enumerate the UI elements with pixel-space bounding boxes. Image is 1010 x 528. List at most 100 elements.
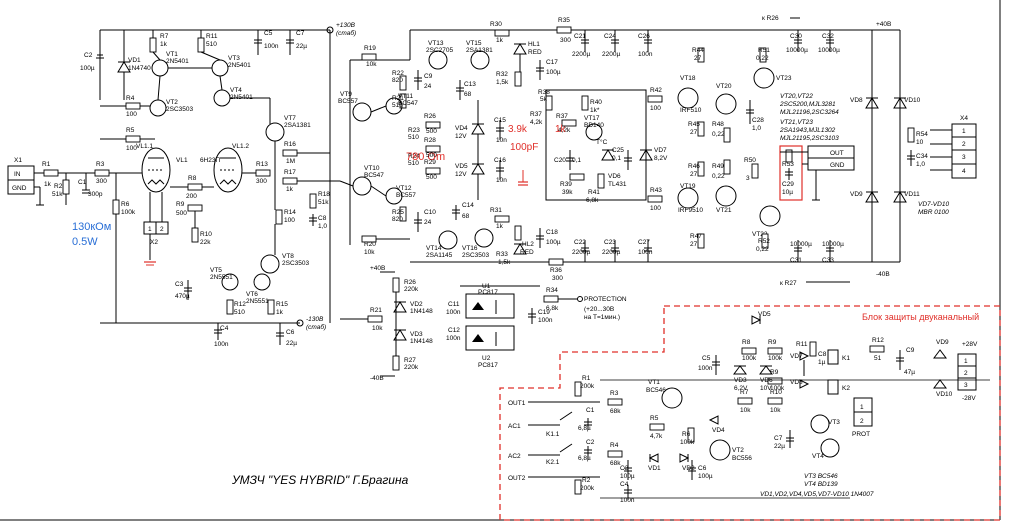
- svg-text:C20: C20: [554, 157, 566, 164]
- svg-text:R37: R37: [556, 113, 568, 120]
- svg-text:VD4: VD4: [455, 125, 468, 132]
- svg-text:1µ: 1µ: [818, 359, 826, 366]
- svg-text:R9: R9: [176, 201, 185, 208]
- svg-text:100: 100: [126, 111, 137, 118]
- svg-text:VL1.2: VL1.2: [232, 143, 249, 150]
- svg-text:200k: 200k: [580, 485, 595, 492]
- svg-text:C16: C16: [494, 157, 506, 164]
- svg-text:4,2k: 4,2k: [558, 127, 571, 134]
- svg-text:2200µ: 2200µ: [572, 51, 590, 58]
- svg-text:100: 100: [126, 145, 137, 152]
- svg-text:VT13: VT13: [428, 40, 444, 47]
- svg-text:C12: C12: [448, 327, 460, 334]
- svg-text:10V: 10V: [760, 385, 772, 392]
- svg-text:X1: X1: [14, 157, 22, 164]
- svg-text:C17: C17: [546, 59, 558, 66]
- svg-text:R40: R40: [590, 99, 602, 106]
- svg-text:VD3: VD3: [734, 377, 747, 384]
- connector-x4-label: X4: [960, 115, 968, 122]
- svg-text:510: 510: [408, 134, 419, 141]
- svg-text:6,2V: 6,2V: [734, 385, 748, 392]
- svg-text:R37: R37: [530, 111, 542, 118]
- svg-text:R23: R23: [408, 127, 420, 134]
- svg-text:TL431: TL431: [608, 181, 627, 188]
- svg-text:VT20: VT20: [716, 83, 732, 90]
- svg-text:R2: R2: [582, 477, 591, 484]
- svg-text:VT16: VT16: [462, 245, 478, 252]
- svg-text:OUT2: OUT2: [508, 475, 526, 482]
- svg-text:R18: R18: [318, 191, 330, 198]
- svg-text:300p: 300p: [88, 191, 103, 198]
- svg-text:0,1: 0,1: [612, 155, 621, 162]
- svg-text:R15: R15: [276, 301, 288, 308]
- svg-text:10k: 10k: [366, 61, 377, 68]
- svg-text:(+20...30В: (+20...30В: [584, 306, 614, 313]
- svg-text:C32: C32: [822, 33, 834, 40]
- svg-text:R5: R5: [126, 127, 135, 134]
- svg-text:C6: C6: [698, 465, 707, 472]
- svg-text:VT4: VT4: [812, 453, 824, 460]
- svg-text:C4: C4: [620, 481, 629, 488]
- svg-text:2N5551: 2N5551: [246, 298, 269, 305]
- svg-text:C21: C21: [574, 33, 586, 40]
- svg-text:820: 820: [392, 216, 403, 223]
- svg-text:C8: C8: [818, 351, 827, 358]
- svg-text:VD10: VD10: [904, 97, 921, 104]
- svg-text:PC817: PC817: [478, 289, 498, 296]
- rail-minus130: -130В (стаб): [100, 316, 326, 331]
- svg-text:27: 27: [690, 171, 698, 178]
- svg-text:R45: R45: [688, 121, 700, 128]
- protection-block: Блок защиты двуканальный OUT1 AC1 AC2 OU…: [499, 305, 1001, 521]
- svg-text:3: 3: [964, 382, 968, 389]
- svg-text:R38: R38: [538, 89, 550, 96]
- svg-text:C11: C11: [448, 301, 460, 308]
- svg-text:IRF9510: IRF9510: [678, 207, 703, 214]
- svg-text:IRF510: IRF510: [680, 107, 702, 114]
- svg-text:GND: GND: [12, 185, 27, 192]
- svg-text:1,0: 1,0: [916, 161, 925, 168]
- svg-text:VT2: VT2: [732, 447, 744, 454]
- svg-text:100: 100: [650, 105, 661, 112]
- svg-text:1,0: 1,0: [752, 125, 761, 132]
- svg-text:VT21,VT23: VT21,VT23: [780, 119, 813, 126]
- svg-text:VT22: VT22: [752, 231, 768, 238]
- svg-text:2N5551: 2N5551: [210, 274, 233, 281]
- svg-text:AC1: AC1: [508, 423, 521, 430]
- svg-text:C30: C30: [790, 33, 802, 40]
- svg-text:510: 510: [392, 102, 403, 109]
- svg-text:VT23: VT23: [776, 75, 792, 82]
- svg-text:R48: R48: [712, 121, 724, 128]
- svg-text:R26: R26: [404, 279, 416, 286]
- schematic-title: УМЗЧ "YES HYBRID" Г.Брагина: [231, 473, 409, 487]
- svg-text:R14: R14: [284, 209, 296, 216]
- svg-text:C9: C9: [906, 347, 915, 354]
- svg-text:10n: 10n: [496, 137, 507, 144]
- svg-text:12V: 12V: [455, 171, 467, 178]
- svg-text:100n: 100n: [638, 249, 653, 256]
- svg-text:6,8k: 6,8k: [546, 305, 559, 312]
- svg-text:R53: R53: [782, 161, 794, 168]
- svg-text:(стаб): (стаб): [336, 29, 356, 37]
- svg-text:C7: C7: [296, 30, 305, 37]
- svg-text:-28V: -28V: [962, 395, 976, 402]
- svg-text:AC2: AC2: [508, 453, 521, 460]
- protection-connector: [957, 353, 977, 391]
- svg-text:R19: R19: [364, 45, 376, 52]
- svg-text:VT12: VT12: [396, 185, 412, 192]
- svg-text:VD7: VD7: [790, 353, 803, 360]
- svg-text:R4: R4: [610, 442, 619, 449]
- svg-text:10k: 10k: [740, 407, 751, 414]
- svg-text:MJL21196,2SC3264: MJL21196,2SC3264: [780, 109, 839, 116]
- svg-text:R41: R41: [588, 189, 600, 196]
- svg-text:+40В: +40В: [370, 265, 385, 272]
- svg-text:51k: 51k: [318, 199, 329, 206]
- svg-text:R12: R12: [234, 301, 246, 308]
- svg-text:PROT: PROT: [852, 431, 870, 438]
- svg-text:+130В: +130В: [336, 22, 356, 29]
- svg-text:VD2: VD2: [410, 301, 423, 308]
- svg-text:C31: C31: [790, 257, 802, 264]
- svg-text:1k*: 1k*: [590, 107, 600, 114]
- svg-text:VD9: VD9: [850, 191, 863, 198]
